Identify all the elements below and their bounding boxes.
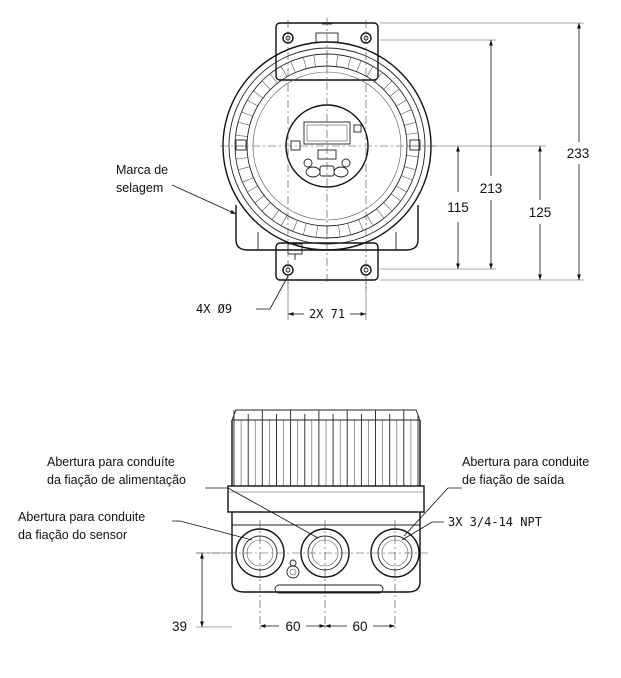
conduit-spacing-dimension: 60 60 — [260, 619, 395, 634]
ground-screw-icon — [286, 559, 300, 579]
output-conduit-label-1: Abertura para conduite — [462, 455, 589, 469]
conduit-height-dimension: 39 — [172, 552, 232, 634]
front-view — [220, 18, 436, 290]
dim-60-left: 60 — [285, 619, 300, 634]
dim-233: 233 — [567, 146, 590, 161]
cover-fins — [231, 409, 421, 486]
dim-39: 39 — [172, 619, 187, 634]
hole-spacing-dimension: 2X 71 — [287, 282, 367, 321]
sensor-conduit-label-1: Abertura para conduite — [18, 510, 145, 524]
conduit-thread-callout: 3X 3/4-14 NPT — [401, 515, 542, 541]
dim-60-right: 60 — [352, 619, 367, 634]
mount-hole-callout: 4X Ø9 — [196, 275, 289, 316]
seal-mark-label-1: Marca de — [116, 163, 168, 177]
dim-115: 115 — [447, 200, 469, 215]
seal-mark-callout: Marca de selagem — [116, 163, 237, 215]
hole-spacing-label: 2X 71 — [309, 307, 345, 321]
seal-mark-label-2: selagem — [116, 181, 163, 195]
output-conduit-callout: Abertura para conduite de fiação de saíd… — [403, 455, 589, 537]
height-dimensions: 115 213 125 233 — [380, 22, 590, 281]
bottom-view — [196, 409, 430, 632]
power-conduit-label-2: da fiação de alimentação — [47, 473, 186, 487]
power-conduit-label-1: Abertura para conduíte — [47, 455, 175, 469]
mount-hole-label: 4X Ø9 — [196, 302, 232, 316]
sensor-conduit-label-2: da fiação do sensor — [18, 528, 127, 542]
sensor-conduit-callout: Abertura para conduite da fiação do sens… — [18, 510, 253, 542]
dim-125: 125 — [529, 205, 552, 220]
conduit-thread-label: 3X 3/4-14 NPT — [448, 515, 542, 529]
dim-213: 213 — [480, 181, 503, 196]
output-conduit-label-2: de fiação de saída — [462, 473, 564, 487]
power-conduit-callout: Abertura para conduíte da fiação de alim… — [47, 455, 319, 539]
